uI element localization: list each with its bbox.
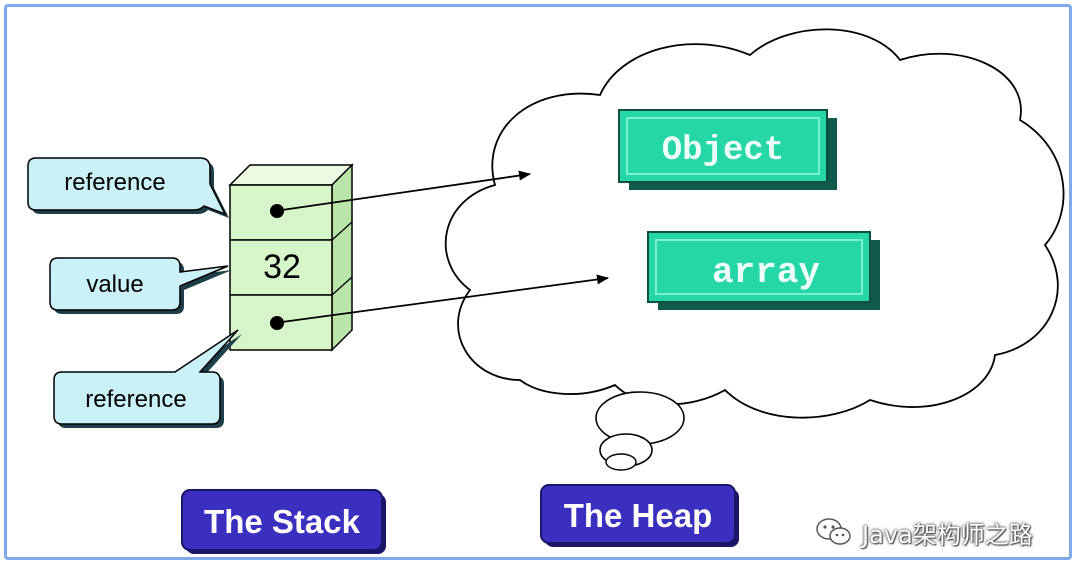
object-label: Object [662,132,784,170]
heap-cloud [444,28,1065,471]
array-label: array [712,252,820,293]
callout-value: value [49,257,232,314]
callout-reference-top: reference [27,157,229,218]
watermark: Java架构师之路 [814,514,1033,550]
caption-heap: The Heap [540,484,739,547]
reference-dot-bottom [270,316,284,330]
wechat-icon [816,518,851,545]
callout-reference-bottom-label: reference [85,386,186,413]
callout-reference-top-label: reference [64,169,165,196]
caption-stack: The Stack [181,489,386,554]
callout-value-label: value [86,271,143,298]
stack-cell-value [229,239,333,296]
stack-value: 32 [263,248,301,286]
watermark-text: Java架构师之路 [862,520,1033,549]
caption-stack-label: The Stack [204,503,361,540]
thought-bubble-small [605,453,637,471]
heap-array-box: array [647,231,880,310]
arrow-to-object [281,170,531,211]
callout-reference-bottom: reference [53,329,242,428]
arrow-to-array [281,274,609,323]
reference-dot-top [270,204,284,218]
stack-column: 32 [228,163,354,352]
heap-object-box: Object [618,109,837,190]
caption-heap-label: The Heap [564,497,713,534]
